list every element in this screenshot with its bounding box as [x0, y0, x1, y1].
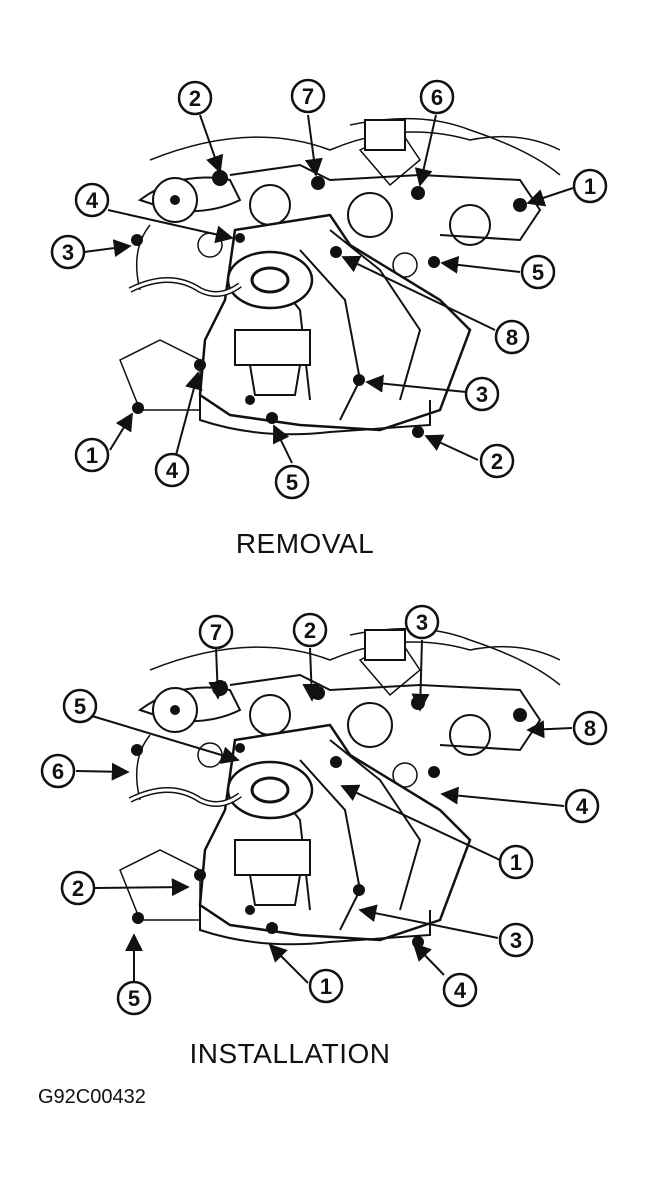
installation-callout-circle: [442, 972, 478, 1008]
installation-callout-circle: [40, 753, 76, 789]
installation-callout-number: 1: [510, 850, 522, 875]
removal-callout-circle: [419, 79, 455, 115]
removal-callout-badges: 2 7 6 1 4 3 5 8 3 1 4 5 2: [50, 78, 608, 500]
installation-callout-number: 4: [454, 978, 467, 1003]
installation-callout-number: 2: [72, 876, 84, 901]
installation-callout-circle: [404, 604, 440, 640]
removal-callout-circle: [572, 168, 608, 204]
installation-caption: INSTALLATION: [189, 1038, 391, 1069]
installation-callout-circle: [564, 788, 600, 824]
installation-callout-circle: [116, 980, 152, 1016]
removal-callouts: [83, 114, 574, 464]
removal-callout-number: 7: [302, 84, 314, 109]
removal-callout-number: 2: [491, 449, 503, 474]
installation-engine-drawing: [120, 629, 560, 948]
removal-callout-number: 5: [286, 470, 298, 495]
installation-callouts: [75, 639, 573, 984]
removal-callout-circle: [177, 80, 213, 116]
installation-callout-circle: [498, 922, 534, 958]
removal-callout-number: 2: [189, 86, 201, 111]
installation-callout-number: 8: [584, 716, 596, 741]
removal-callout-number: 1: [584, 174, 596, 199]
installation-callout-number: 3: [510, 928, 522, 953]
installation-callout-circle: [292, 612, 328, 648]
removal-callout-circle: [520, 254, 556, 290]
removal-callout-circle: [290, 78, 326, 114]
removal-callout-circle: [50, 234, 86, 270]
installation-callout-circle: [308, 968, 344, 1004]
removal-callout-number: 1: [86, 443, 98, 468]
removal-callout-number: 6: [431, 85, 443, 110]
removal-callout-circle: [74, 437, 110, 473]
removal-callout-circle: [274, 464, 310, 500]
installation-callout-number: 3: [416, 610, 428, 635]
removal-callout-number: 5: [532, 260, 544, 285]
removal-callout-number: 4: [86, 188, 99, 213]
installation-callout-circle: [498, 844, 534, 880]
installation-callout-number: 2: [304, 618, 316, 643]
removal-callout-circle: [479, 443, 515, 479]
removal-callout-circle: [464, 376, 500, 412]
installation-callout-circle: [60, 870, 96, 906]
installation-callout-circle: [198, 614, 234, 650]
removal-callout-circle: [154, 452, 190, 488]
removal-callout-circle: [494, 319, 530, 355]
installation-callout-number: 7: [210, 620, 222, 645]
installation-callout-badges: 7 2 3 5 8 6 4 1 2 3 5 1 4: [40, 604, 608, 1016]
removal-callout-number: 8: [506, 325, 518, 350]
installation-callout-number: 6: [52, 759, 64, 784]
installation-callout-circle: [62, 688, 98, 724]
installation-callout-number: 5: [74, 694, 86, 719]
installation-callout-number: 5: [128, 986, 140, 1011]
removal-callout-number: 4: [166, 458, 179, 483]
removal-callout-circle: [74, 182, 110, 218]
installation-callout-circle: [572, 710, 608, 746]
removal-callout-number: 3: [62, 240, 74, 265]
removal-callout-number: 3: [476, 382, 488, 407]
removal-caption: REMOVAL: [235, 528, 375, 559]
installation-callout-number: 4: [576, 794, 589, 819]
figure-id: G92C00432: [38, 1086, 146, 1108]
installation-callout-number: 1: [320, 974, 332, 999]
